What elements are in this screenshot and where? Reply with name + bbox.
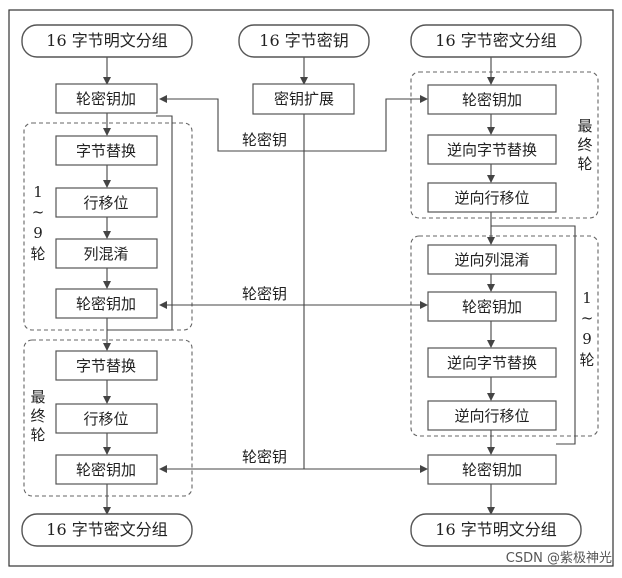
- enc-round-step-3-text: 列混淆: [83, 245, 128, 263]
- dec-round-step-1-text: 逆向列混淆: [454, 251, 529, 269]
- output-plaintext-text: 16 字节明文分组: [435, 520, 556, 539]
- enc-initial-add-round-key-text: 轮密钥加: [76, 90, 136, 108]
- dec-round-label: 1 ~ 9 轮: [579, 289, 594, 369]
- input-ciphertext-node: 16 字节密文分组: [410, 24, 582, 58]
- dec-round-label-1: 1: [582, 289, 592, 307]
- dec-final-label-3: 轮: [577, 155, 592, 173]
- outer-frame: [8, 9, 614, 567]
- enc-round-step-1-text: 字节替换: [76, 142, 136, 160]
- dec-round-step-4: 逆向行移位: [427, 400, 557, 431]
- watermark-text: CSDN @紫极神光: [506, 551, 612, 566]
- dec-final-step-3: 逆向行移位: [427, 182, 557, 213]
- dec-round-step-2: 轮密钥加: [427, 291, 557, 322]
- input-ciphertext-text: 16 字节密文分组: [435, 31, 556, 50]
- input-plaintext-text: 16 字节明文分组: [46, 31, 167, 50]
- enc-final-label-2: 终: [30, 407, 45, 425]
- enc-round-step-2: 行移位: [55, 187, 158, 218]
- enc-round-label-1: 1: [33, 183, 43, 201]
- enc-round-step-4-text: 轮密钥加: [76, 295, 136, 313]
- enc-final-step-2-text: 行移位: [83, 410, 128, 428]
- enc-round-label-3: 9: [33, 224, 43, 242]
- enc-final-step-1-text: 字节替换: [76, 357, 136, 375]
- dec-final-step-1: 轮密钥加: [427, 84, 557, 115]
- enc-final-step-1: 字节替换: [55, 350, 158, 381]
- input-plaintext-node: 16 字节明文分组: [21, 24, 193, 58]
- enc-round-label: 1 ~ 9 轮: [30, 183, 45, 263]
- key-text: 16 字节密钥: [259, 31, 348, 50]
- enc-final-step-3-text: 轮密钥加: [76, 461, 136, 479]
- enc-final-step-3: 轮密钥加: [55, 454, 158, 485]
- enc-final-group: [23, 339, 193, 497]
- enc-round-step-3: 列混淆: [55, 238, 158, 269]
- enc-round-step-4: 轮密钥加: [55, 288, 158, 319]
- dec-round-group: [410, 235, 599, 437]
- enc-round-step-1: 字节替换: [55, 135, 158, 166]
- key-expansion-node: 密钥扩展: [252, 83, 355, 115]
- dec-final-label-1: 最: [577, 117, 592, 135]
- key-node: 16 字节密钥: [238, 24, 370, 58]
- dec-final-step-2: 逆向字节替换: [427, 134, 557, 165]
- round-key-label-bottom: 轮密钥: [242, 448, 287, 466]
- enc-final-label-1: 最: [30, 388, 45, 406]
- dec-round-label-3: 9: [582, 330, 592, 348]
- connectors: [103, 57, 576, 515]
- dec-round-step-4-text: 逆向行移位: [454, 407, 529, 425]
- dec-last-add-round-key: 轮密钥加: [427, 454, 557, 485]
- output-plaintext-node: 16 字节明文分组: [410, 513, 582, 547]
- enc-final-step-2: 行移位: [55, 403, 158, 434]
- dec-final-label: 最 终 轮: [577, 117, 592, 173]
- enc-round-label-2: ~: [32, 203, 45, 221]
- output-ciphertext-node: 16 字节密文分组: [21, 513, 193, 547]
- dec-last-add-round-key-text: 轮密钥加: [462, 461, 522, 479]
- dec-final-step-3-text: 逆向行移位: [454, 189, 529, 207]
- round-key-label-top: 轮密钥: [242, 131, 287, 149]
- dec-round-step-3-text: 逆向字节替换: [447, 354, 537, 372]
- dec-round-label-4: 轮: [579, 351, 594, 369]
- round-key-label-mid: 轮密钥: [242, 285, 287, 303]
- enc-initial-add-round-key: 轮密钥加: [55, 83, 158, 114]
- enc-final-label-3: 轮: [30, 426, 45, 444]
- dec-round-step-3: 逆向字节替换: [427, 347, 557, 378]
- enc-final-label: 最 终 轮: [30, 388, 45, 444]
- dec-round-step-1: 逆向列混淆: [427, 244, 557, 275]
- enc-round-label-4: 轮: [30, 245, 45, 263]
- dec-final-step-2-text: 逆向字节替换: [447, 141, 537, 159]
- key-expansion-text: 密钥扩展: [274, 90, 334, 108]
- enc-round-step-2-text: 行移位: [83, 194, 128, 212]
- dec-round-step-2-text: 轮密钥加: [462, 298, 522, 316]
- dec-final-group: [410, 71, 599, 219]
- dec-round-label-2: ~: [581, 309, 594, 327]
- dec-final-label-2: 终: [577, 136, 592, 154]
- dec-final-step-1-text: 轮密钥加: [462, 91, 522, 109]
- output-ciphertext-text: 16 字节密文分组: [46, 520, 167, 539]
